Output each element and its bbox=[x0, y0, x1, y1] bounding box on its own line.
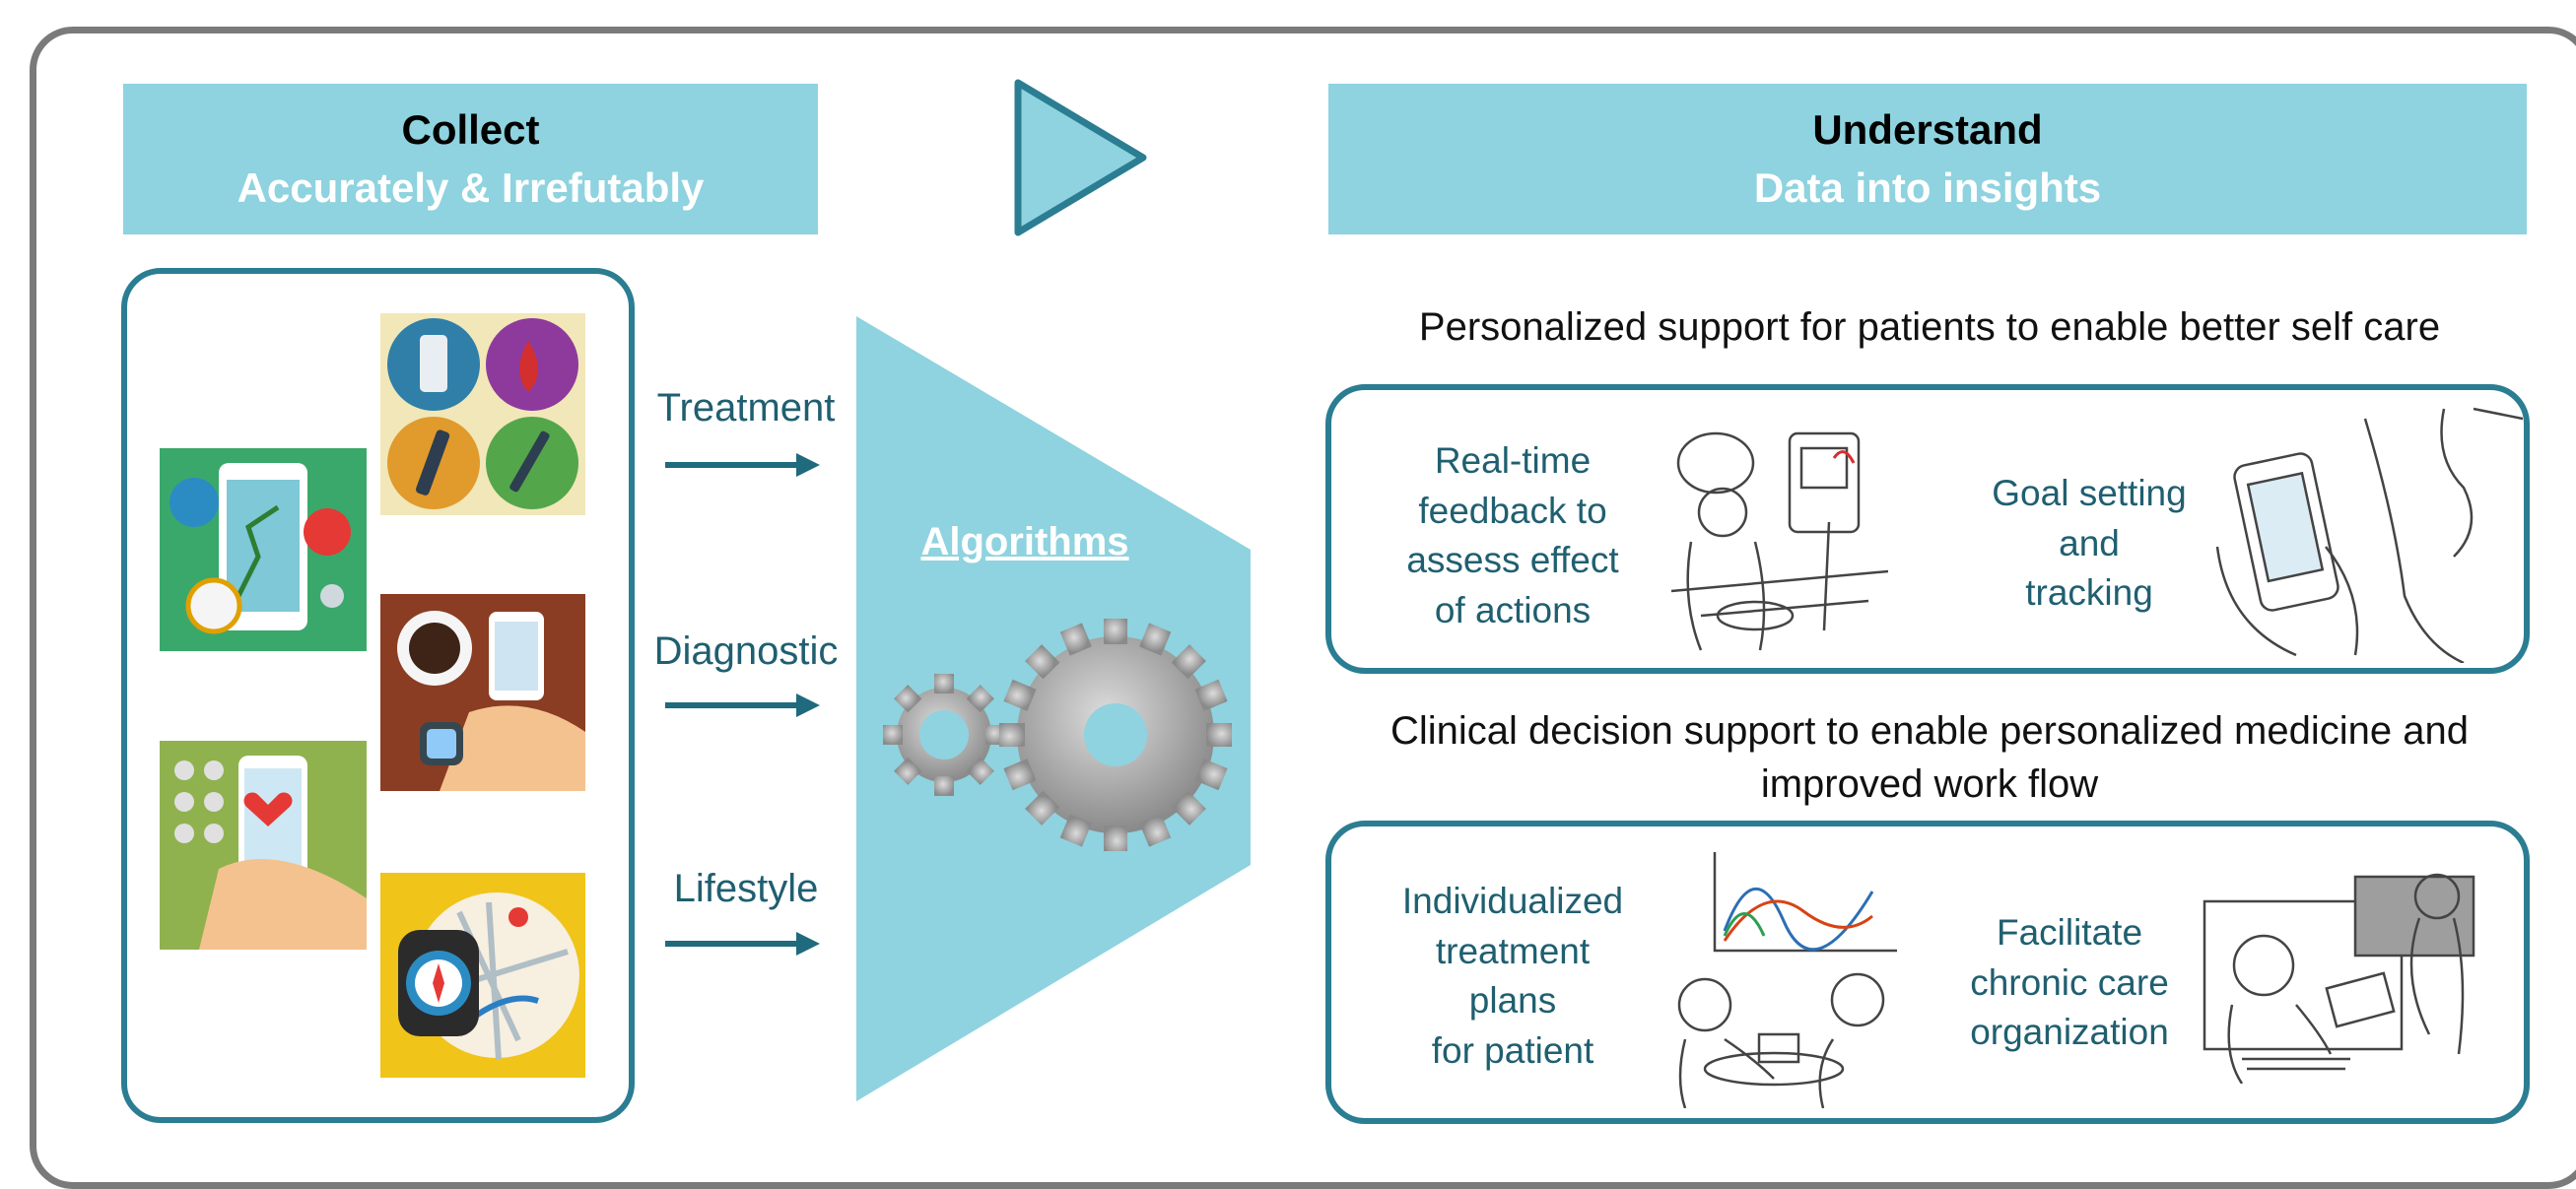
clinical-support-box bbox=[1325, 821, 2530, 1124]
category-lifestyle: Lifestyle bbox=[673, 867, 819, 910]
chronic-care-text: Facilitate chronic care organization bbox=[1970, 912, 2169, 1053]
algorithms-label: Algorithms bbox=[920, 520, 1129, 563]
understand-subtitle: Data into insights bbox=[1753, 164, 2102, 211]
clinical-support-heading: Clinical decision support to enable pers… bbox=[1390, 709, 2469, 806]
category-treatment: Treatment bbox=[656, 386, 836, 429]
office-sketch bbox=[2203, 873, 2475, 1084]
understand-title: Understand bbox=[1812, 105, 2043, 153]
collect-title: Collect bbox=[401, 105, 540, 153]
doctor-chart-sketch bbox=[1677, 852, 1897, 1108]
diabetes-devices-icon bbox=[380, 313, 585, 515]
compass-watch-map-icon bbox=[380, 873, 585, 1078]
collect-subtitle: Accurately & Irrefutably bbox=[237, 164, 705, 211]
understand-banner: Understand Data into insights bbox=[1328, 84, 2527, 234]
play-arrow-icon bbox=[1014, 79, 1147, 236]
collect-banner: Collect Accurately & Irrefutably bbox=[123, 84, 818, 234]
treatment-plans-text: Individualized treatment plans for patie… bbox=[1401, 881, 1624, 1072]
category-diagnostic: Diagnostic bbox=[653, 629, 839, 673]
diagnostic-arrow bbox=[665, 694, 820, 717]
patient-support-box bbox=[1325, 384, 2530, 674]
lifestyle-arrow bbox=[665, 932, 820, 956]
realtime-feedback-text: Real-time feedback to assess effect of a… bbox=[1406, 440, 1619, 631]
gears-icon bbox=[883, 619, 1232, 851]
goal-setting-text: Goal setting and tracking bbox=[1992, 473, 2187, 614]
fitness-app-icon bbox=[160, 448, 367, 651]
kitchen-sketch bbox=[1670, 431, 1888, 651]
health-app-hand-icon bbox=[160, 741, 367, 950]
patient-support-heading: Personalized support for patients to ena… bbox=[1418, 305, 2441, 349]
treatment-arrow bbox=[665, 453, 820, 477]
smartwatch-coffee-icon bbox=[380, 594, 585, 791]
phone-hand-sketch bbox=[2215, 407, 2523, 663]
